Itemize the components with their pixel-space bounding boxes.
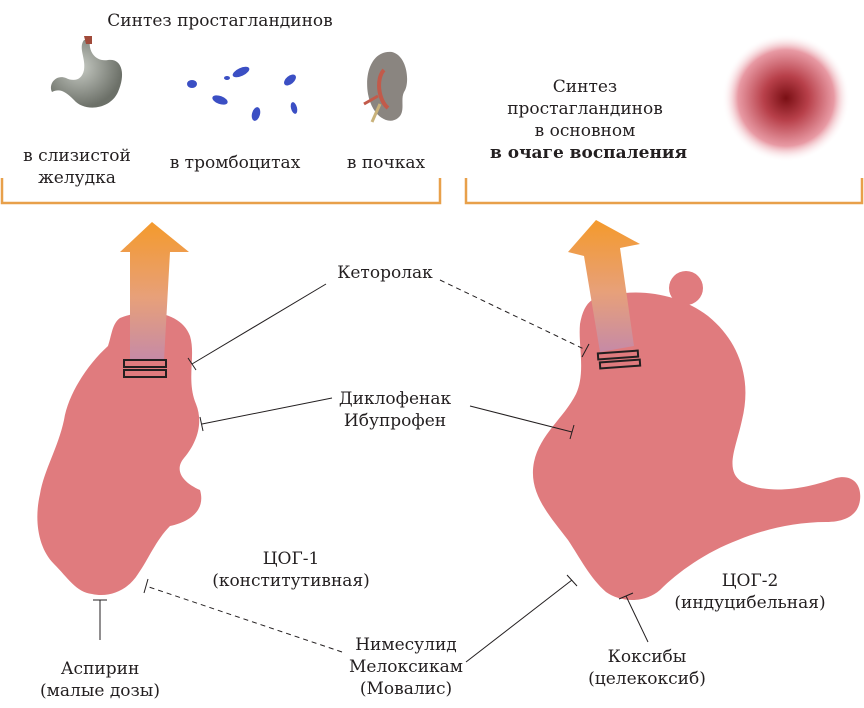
left-panel-title: Синтез простагландинов: [100, 10, 340, 32]
ketorolac-to-cox1-line: [192, 284, 326, 364]
right-panel-line1: Синтез: [490, 76, 680, 98]
nimesulide-label: Нимесулид: [336, 634, 476, 656]
ketorolac-to-cox2-line: [440, 280, 586, 350]
nimesulide-to-cox2-line: [466, 580, 572, 662]
ibuprofen-label: Ибупрофен: [320, 410, 470, 432]
diclofenac-to-cox2-line: [470, 406, 572, 432]
coxibs-label: Коксибы: [572, 646, 722, 668]
platelets-icon: [187, 65, 298, 122]
movalis-label: (Мовалис): [336, 678, 476, 700]
kidneys-label: в почках: [334, 152, 438, 174]
stomach-mucosa-label-line2: желудка: [4, 167, 150, 189]
cox1-type: (конститутивная): [196, 570, 386, 592]
diclofenac-ibuprofen-label: Диклофенак Ибупрофен: [320, 388, 470, 432]
celecoxib-label: (целекоксиб): [572, 668, 722, 690]
stomach-mucosa-label-line1: в слизистой: [4, 145, 150, 167]
cox1-label: ЦОГ-1 (конститутивная): [196, 548, 386, 592]
stomach-icon: [51, 36, 122, 108]
nimesulide-cox2-inhibit-bar: [567, 575, 577, 586]
right-panel-line3: в основном: [490, 120, 680, 142]
cox2-type: (индуцибельная): [660, 592, 840, 614]
aspirin-group-label: Аспирин (малые дозы): [20, 658, 180, 702]
cox1-name: ЦОГ-1: [196, 548, 386, 570]
right-panel-line4-bold: в очаге воспаления: [490, 142, 680, 164]
diclofenac-to-cox1-line: [202, 398, 332, 424]
inflammation-focus: [722, 34, 850, 162]
right-panel-bracket: [466, 178, 862, 203]
nimesulide-to-cox1-line: [146, 586, 342, 652]
coxibs-to-cox2-line: [626, 596, 648, 642]
kidney-icon: [364, 52, 407, 122]
right-panel-line2: простагландинов: [490, 98, 680, 120]
ketorolac-label: Кеторолак: [320, 262, 450, 284]
coxibs-group-label: Коксибы (целекоксиб): [572, 646, 722, 690]
right-panel-text: Синтез простагландинов в основном в очаг…: [490, 76, 680, 164]
platelets-label: в тромбоцитах: [150, 152, 320, 174]
stomach-mucosa-label: в слизистой желудка: [4, 145, 150, 189]
nimesulide-group-label: Нимесулид Мелоксикам (Мовалис): [336, 634, 476, 700]
aspirin-dose-label: (малые дозы): [20, 680, 180, 702]
meloxicam-label: Мелоксикам: [336, 656, 476, 678]
aspirin-label: Аспирин: [20, 658, 180, 680]
cox2-name: ЦОГ-2: [660, 570, 840, 592]
cox2-label: ЦОГ-2 (индуцибельная): [660, 570, 840, 614]
cox2-enzyme-shape: [533, 271, 860, 600]
cox1-enzyme-shape: [37, 312, 201, 595]
nimesulide-cox1-inhibit-bar: [144, 579, 148, 593]
diclofenac-label: Диклофенак: [320, 388, 470, 410]
